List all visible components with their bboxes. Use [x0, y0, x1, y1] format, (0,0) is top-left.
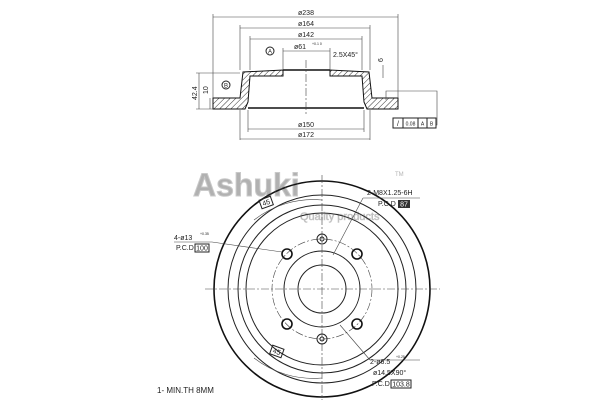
note-min-thickness: 1- MIN.TH 8MM — [157, 386, 214, 395]
dim-d142: ø142 — [298, 32, 314, 39]
thread-pcd-box — [398, 200, 410, 208]
datum-a-label: A — [268, 50, 272, 56]
disc-section-right — [329, 69, 399, 110]
watermark-tagline: Quality products — [300, 211, 380, 223]
bolt-hole-spec: 4-ø13 — [174, 235, 192, 242]
dim-d238: ø238 — [298, 10, 314, 17]
datum-b-label: B — [224, 84, 228, 90]
bolt-pcd-box — [194, 243, 210, 253]
dim-d150: ø150 — [298, 122, 314, 129]
thread-spec: 2-M8X1.25-6H — [367, 190, 413, 197]
pin-hole-spec: 2-ø6.5 — [370, 359, 390, 366]
disc-section-left — [212, 69, 284, 110]
front-view: 45 45 — [174, 175, 440, 400]
bolt-pcd-label: P.C.D — [176, 245, 194, 252]
angle-bottom-label: 45 — [272, 348, 282, 357]
svg-text:0.08: 0.08 — [406, 122, 416, 128]
dim-d172: ø172 — [298, 132, 314, 139]
runout-tolerance-frame: / 0.08 A B — [385, 90, 438, 129]
bolt-holes — [281, 233, 363, 345]
dim-d164: ø164 — [298, 21, 314, 28]
svg-text:B: B — [430, 122, 434, 128]
thread-pcd-value: 87 — [400, 202, 408, 209]
watermark-brand: Ashuki — [193, 167, 300, 203]
dim-h42-4: 42.4 — [192, 86, 199, 100]
datum-b-marker — [221, 80, 231, 90]
pin-hole-tolerance: +0.25 — [396, 355, 405, 359]
dim-d61: ø61 — [294, 44, 306, 51]
thread-pcd-label: P.C.D — [378, 201, 396, 208]
pin-countersink: ø14.5X90° — [373, 369, 406, 377]
ashuki-watermark: Ashuki TM Quality products — [193, 167, 404, 224]
dim-h6: 6 — [378, 58, 385, 62]
pin-pcd-value: 103.8 — [392, 382, 410, 389]
watermark-tm: TM — [395, 172, 404, 178]
bolt-hole-tolerance: +0.35 — [200, 232, 209, 236]
dim-h10: 10 — [203, 86, 210, 94]
section-view: ø238 ø164 ø142 ø61 +0.1 0 2.5X45° 6 42.4… — [192, 10, 438, 140]
svg-text:/: / — [397, 121, 399, 128]
pin-pcd-box — [390, 379, 412, 389]
dim-chamfer: 2.5X45° — [333, 51, 358, 59]
dim-d61-tolerance: +0.1 0 — [312, 42, 322, 46]
bolt-pcd-value: 100 — [196, 246, 208, 253]
angle-top-label: 45 — [262, 199, 272, 208]
datum-a-marker — [265, 46, 275, 56]
svg-text:A: A — [421, 122, 425, 128]
pin-pcd-label: P.C.D — [372, 381, 390, 388]
